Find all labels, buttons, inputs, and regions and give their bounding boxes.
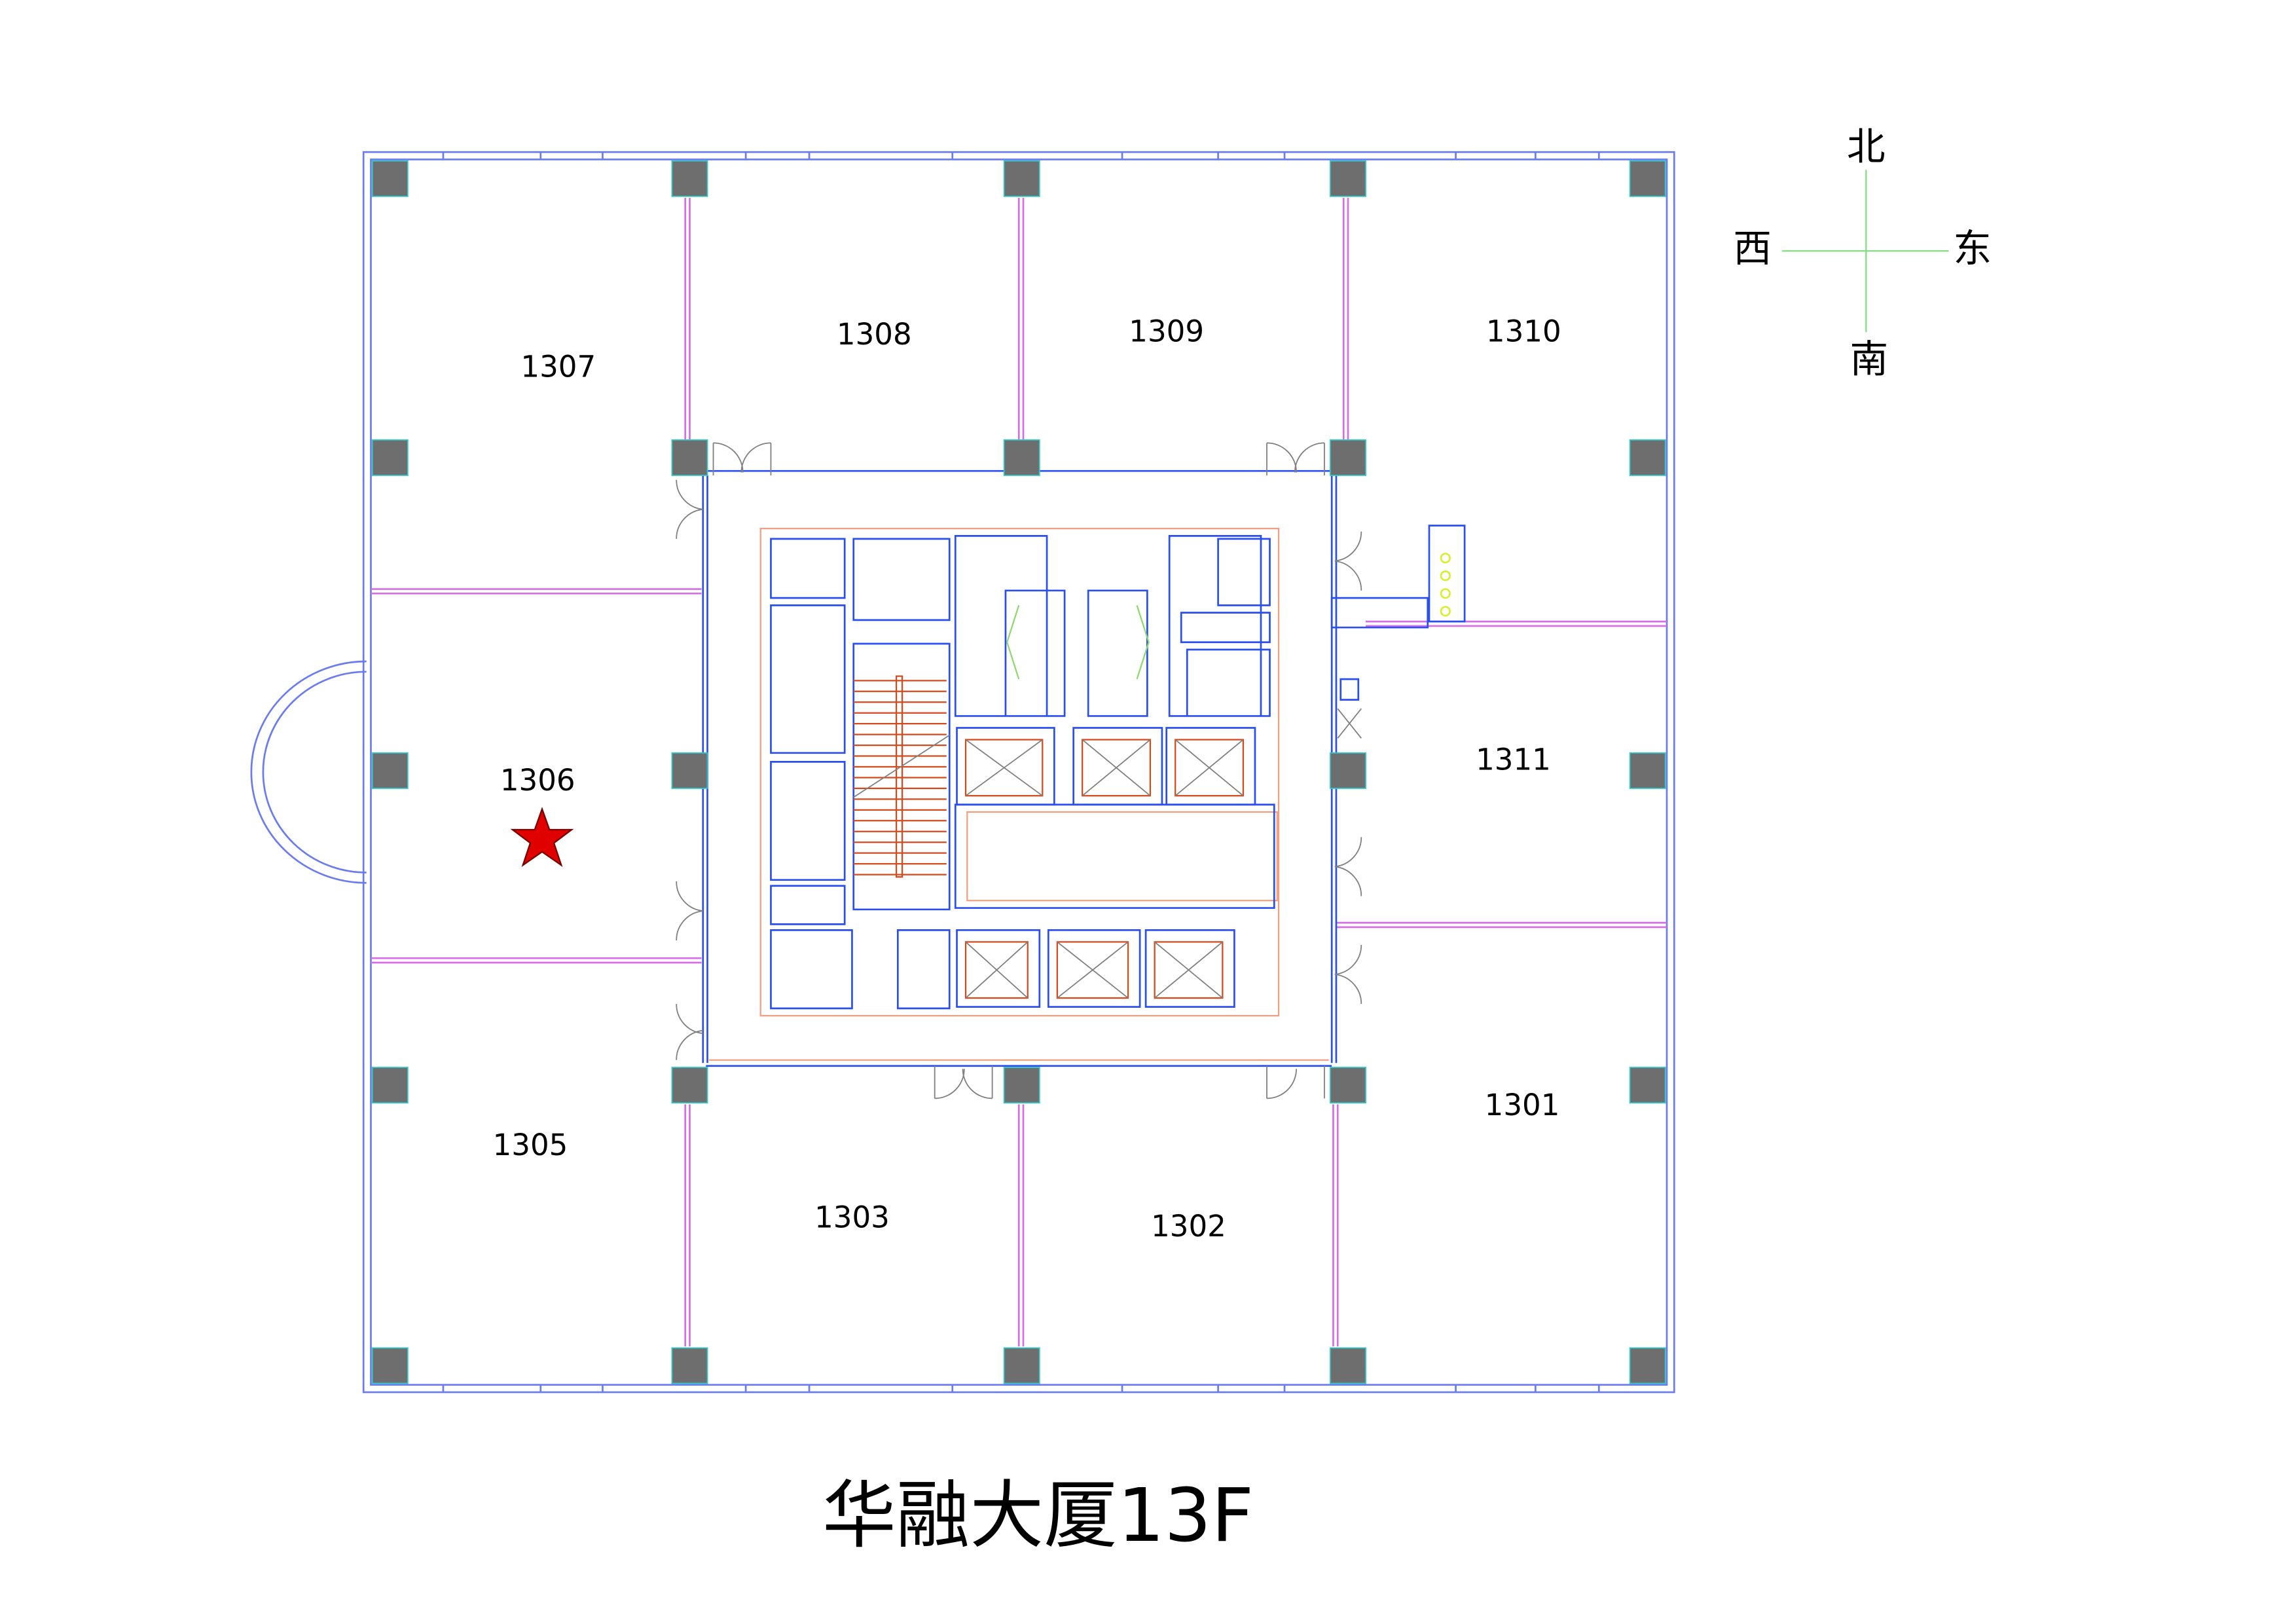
- stair: [853, 675, 950, 878]
- structural-column: [371, 160, 409, 197]
- core: [759, 527, 1280, 1017]
- structural-column: [1629, 1347, 1666, 1384]
- outer-wall: [250, 151, 1675, 1393]
- structural-column: [1330, 439, 1366, 476]
- room-label-1311: 1311: [1476, 742, 1551, 777]
- structural-column: [1003, 1067, 1040, 1104]
- location-star-icon: [510, 807, 574, 868]
- structural-column: [1629, 752, 1666, 789]
- structural-column: [1330, 1347, 1366, 1384]
- room-label-1309: 1309: [1129, 314, 1204, 349]
- structural-column: [371, 439, 409, 476]
- room-label-1307: 1307: [520, 350, 596, 384]
- elevator-shaft: [1144, 929, 1235, 1008]
- structural-column: [371, 752, 409, 789]
- structural-column: [1629, 439, 1666, 476]
- structural-column: [1003, 439, 1040, 476]
- room-label-1303: 1303: [814, 1200, 890, 1234]
- structural-column: [1003, 1347, 1040, 1384]
- room-label-1308: 1308: [837, 317, 912, 352]
- structural-column: [1629, 160, 1666, 197]
- structural-column: [1629, 1067, 1666, 1104]
- structural-column: [671, 1067, 708, 1104]
- structural-column: [671, 1347, 708, 1384]
- elevator-shaft: [1047, 929, 1141, 1008]
- room-label-1306: 1306: [500, 763, 575, 798]
- structural-column: [1003, 160, 1040, 197]
- doors: [676, 442, 1466, 1099]
- structural-column: [1330, 752, 1366, 789]
- structural-column: [1330, 160, 1366, 197]
- room-label-1301: 1301: [1485, 1088, 1560, 1122]
- compass-south: 南: [1850, 337, 1889, 381]
- compass: 北 西 东 南: [1733, 124, 1992, 382]
- structural-column: [1330, 1067, 1366, 1104]
- compass-west: 西: [1733, 226, 1772, 270]
- structural-column: [371, 1347, 409, 1384]
- room-label-1302: 1302: [1151, 1209, 1226, 1244]
- structural-column: [671, 439, 708, 476]
- elevator-shaft: [956, 929, 1041, 1008]
- structural-column: [671, 160, 708, 197]
- room-label-1305: 1305: [493, 1128, 568, 1162]
- structural-column: [371, 1067, 409, 1104]
- structural-column: [671, 752, 708, 789]
- plan-title: 华融大厦13F: [822, 1472, 1254, 1559]
- elevator-shaft: [1165, 727, 1256, 806]
- elevator-shaft: [1072, 727, 1163, 806]
- compass-north: 北: [1847, 124, 1886, 169]
- room-label-1310: 1310: [1486, 314, 1561, 349]
- compass-east: 东: [1953, 226, 1992, 270]
- elevator-shaft: [956, 727, 1055, 806]
